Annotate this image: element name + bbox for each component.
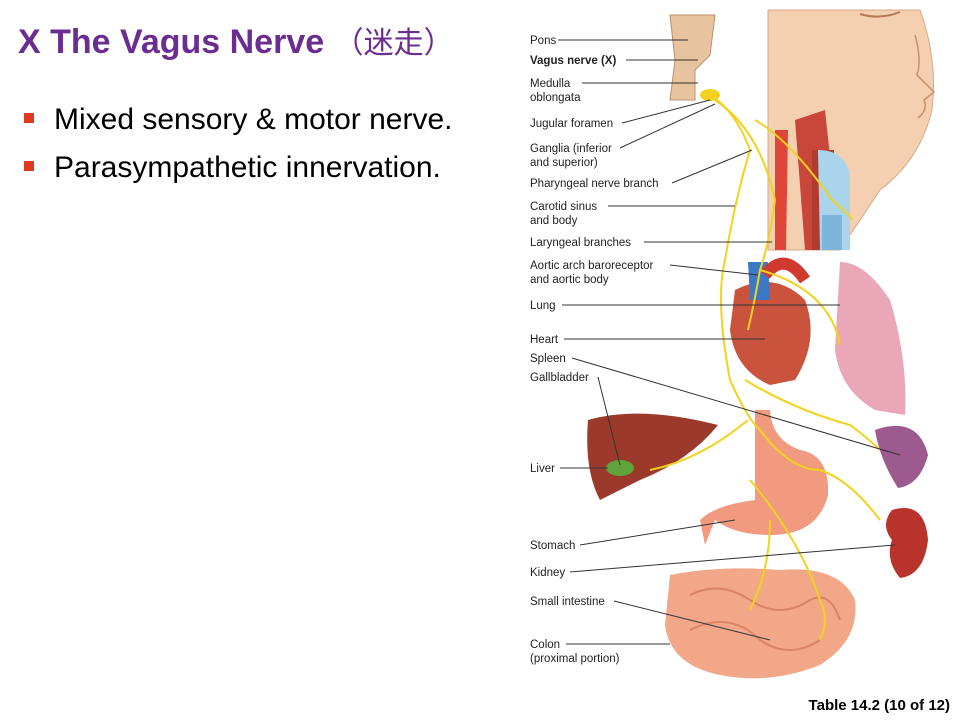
label-carotid-sinus-2: and body — [530, 215, 578, 227]
kidney-illustration — [886, 508, 928, 578]
neck-interior-illustration — [775, 110, 850, 250]
bullet-square-icon — [24, 113, 34, 123]
heart-illustration — [730, 257, 811, 385]
bullet-item: Parasympathetic innervation. — [22, 144, 452, 192]
label-gallbladder: Gallbladder — [530, 372, 589, 384]
label-liver: Liver — [530, 463, 555, 475]
bullet-text: Mixed sensory & motor nerve. — [54, 103, 453, 136]
slide-title: X The Vagus Nerve （迷走） — [18, 18, 454, 62]
leader-lines — [558, 39, 901, 645]
title-text: X The Vagus Nerve — [18, 23, 325, 61]
table-caption: Table 14.2 (10 of 12) — [808, 697, 950, 714]
label-ganglia: Ganglia (inferior — [530, 143, 612, 155]
bullet-text: Parasympathetic innervation. — [54, 151, 441, 184]
label-carotid-sinus: Carotid sinus — [530, 201, 597, 213]
label-stomach: Stomach — [530, 540, 575, 552]
head-illustration — [767, 9, 936, 251]
label-spleen: Spleen — [530, 353, 566, 365]
label-lung: Lung — [530, 300, 556, 312]
bullet-square-icon — [24, 161, 34, 171]
label-small-intestine: Small intestine — [530, 596, 605, 608]
label-kidney: Kidney — [530, 567, 565, 579]
vagus-nerve-diagram: Pons Vagus nerve (X) Medulla oblongata J… — [530, 9, 936, 679]
diagram-labels: Pons Vagus nerve (X) Medulla oblongata J… — [530, 35, 659, 665]
title-cjk: （迷走） — [333, 26, 454, 61]
stomach-illustration — [700, 410, 829, 545]
label-heart: Heart — [530, 334, 559, 346]
bullet-list: Mixed sensory & motor nerve. Parasympath… — [22, 96, 452, 192]
label-pharyngeal-branch: Pharyngeal nerve branch — [530, 178, 659, 190]
label-colon: Colon — [530, 639, 560, 651]
label-laryngeal-branches: Laryngeal branches — [530, 237, 631, 249]
label-jugular-foramen: Jugular foramen — [530, 118, 613, 130]
vagus-nerve-paths — [649, 94, 881, 641]
label-medulla: Medulla — [530, 78, 571, 90]
intestine-illustration — [665, 568, 856, 679]
label-aortic-arch-2: and aortic body — [530, 274, 609, 286]
brainstem-illustration — [669, 14, 720, 101]
bullet-item: Mixed sensory & motor nerve. — [22, 96, 452, 144]
label-pons: Pons — [530, 35, 556, 47]
label-medulla-2: oblongata — [530, 92, 581, 104]
label-vagus-nerve: Vagus nerve (X) — [530, 55, 616, 67]
lung-illustration — [835, 262, 906, 415]
label-aortic-arch: Aortic arch baroreceptor — [530, 260, 654, 272]
label-ganglia-2: and superior) — [530, 157, 598, 169]
spleen-illustration — [875, 425, 928, 488]
liver-illustration — [587, 413, 718, 500]
label-colon-2: (proximal portion) — [530, 653, 620, 665]
